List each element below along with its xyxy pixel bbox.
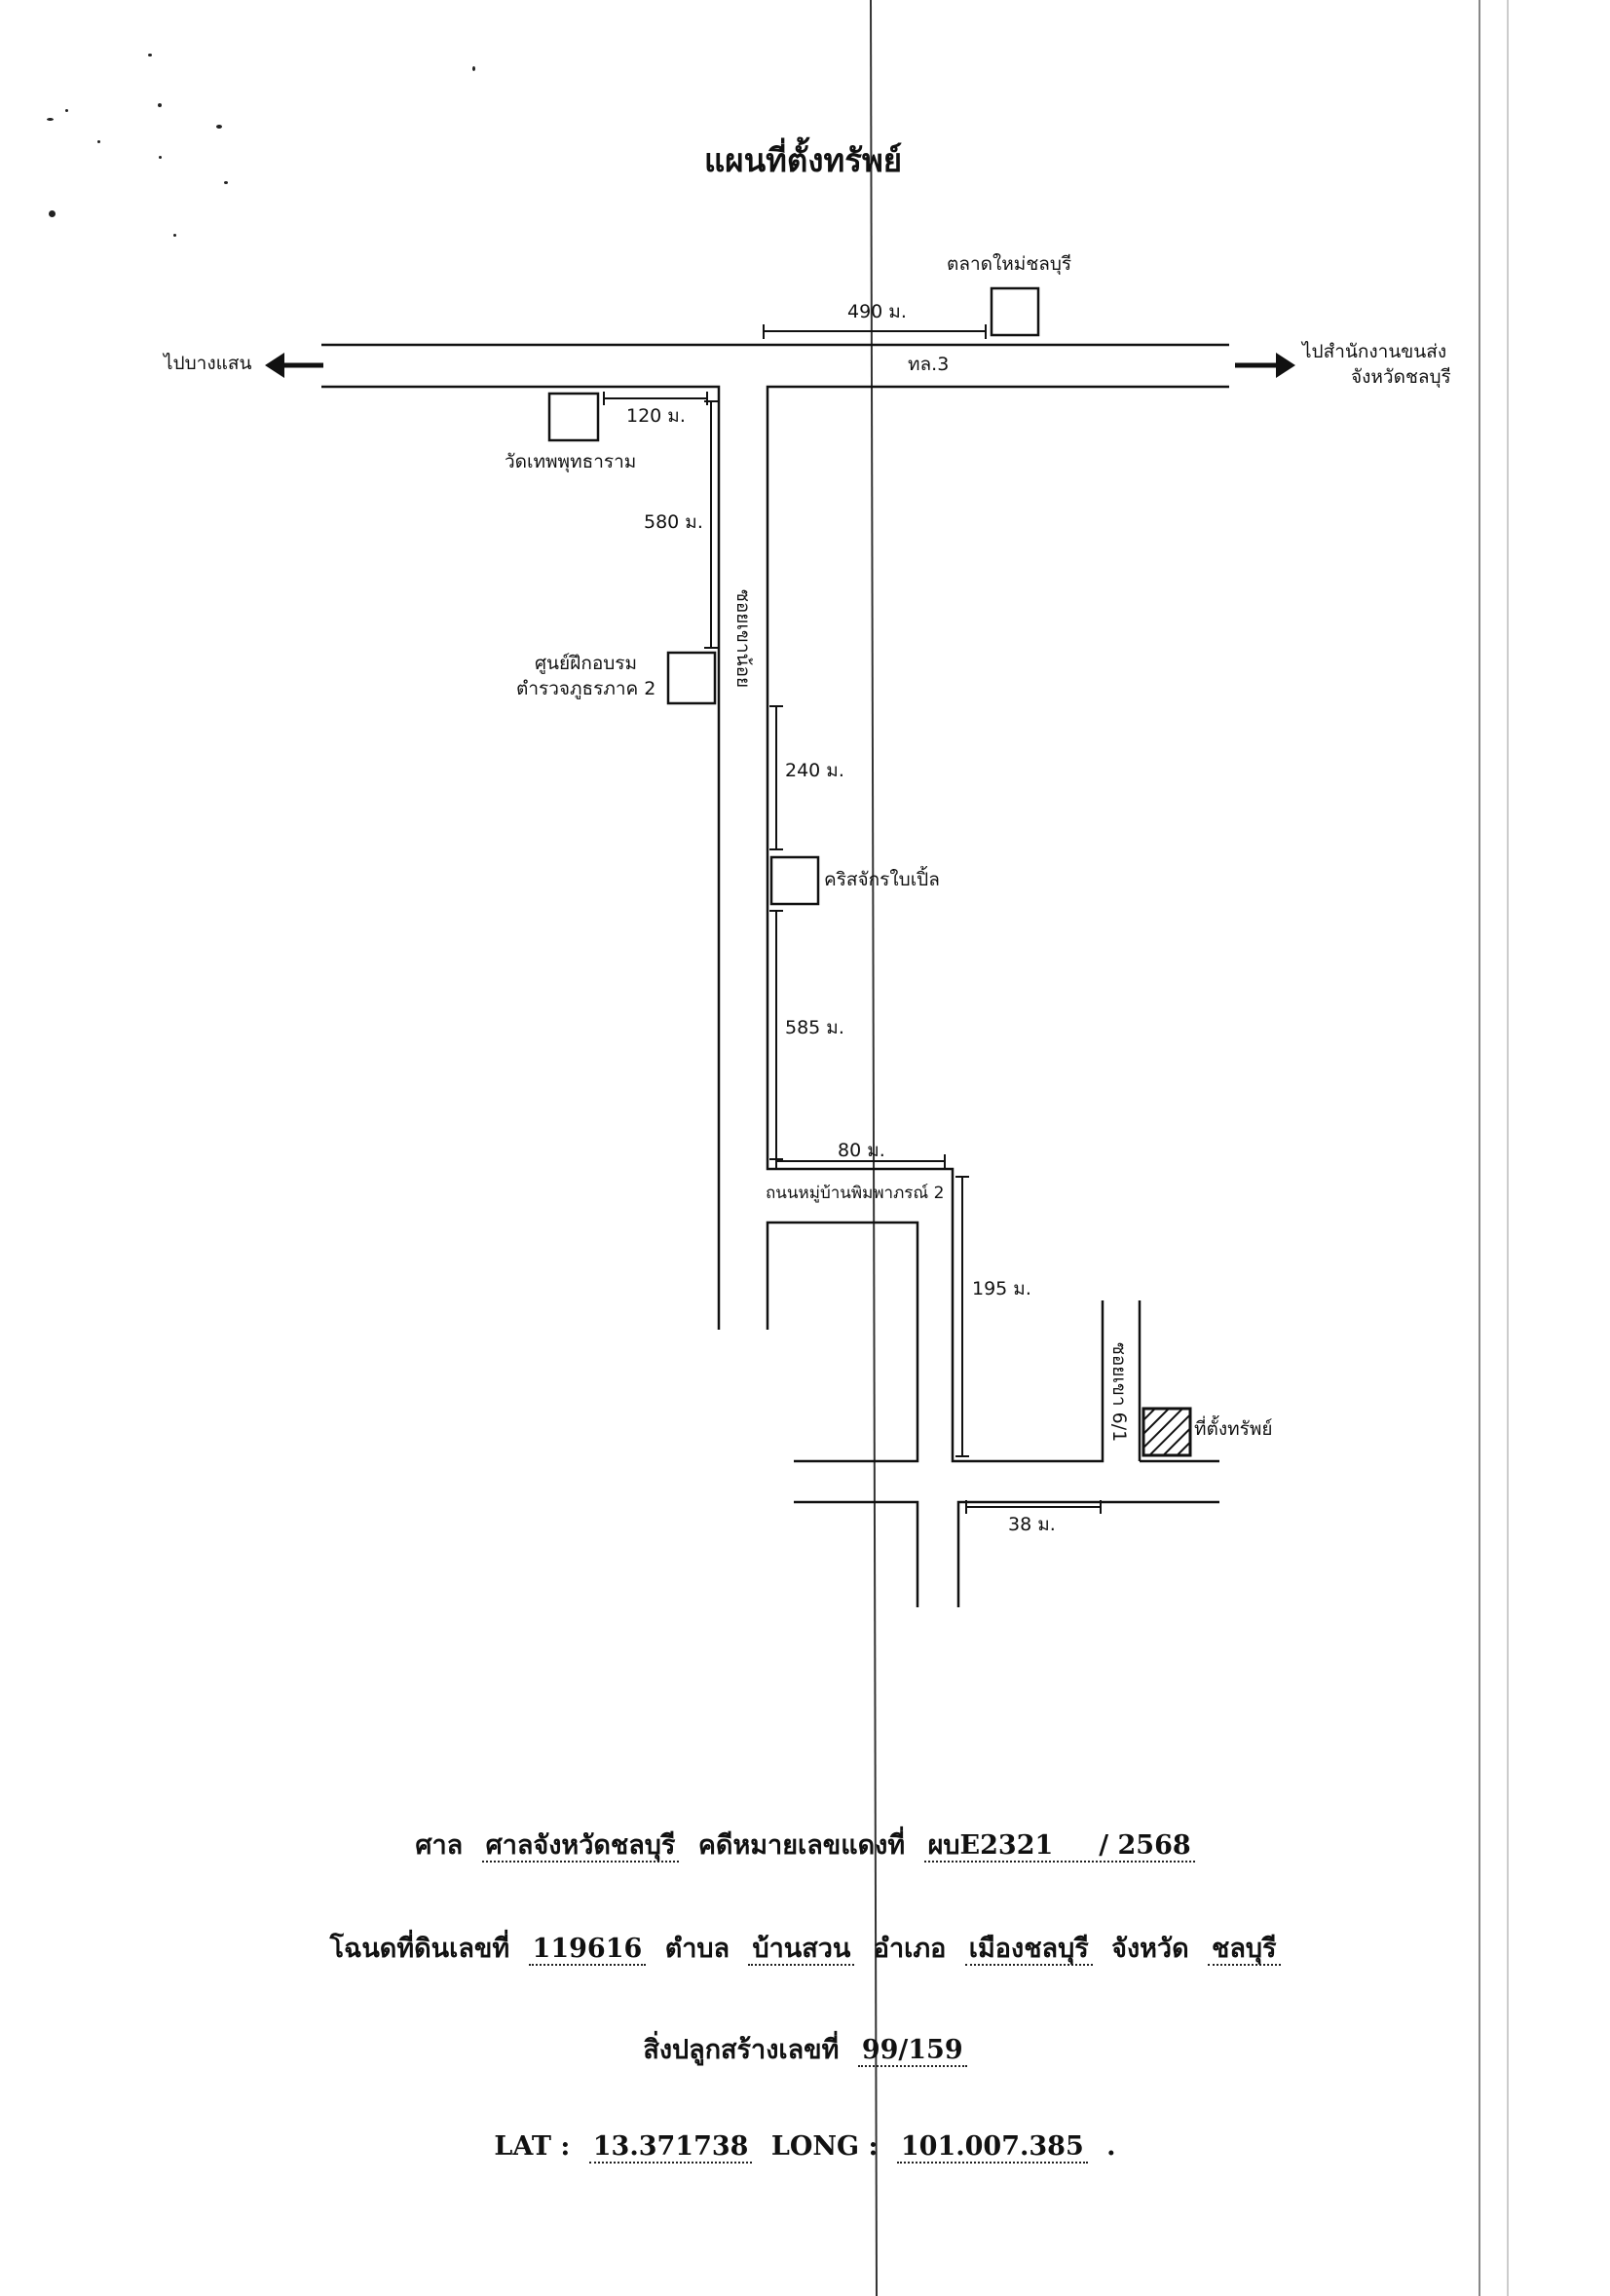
case-value: ผบE2321 / 2568	[923, 1830, 1195, 1863]
coordinates-line: LAT : 13.371738 LONG : 101.007.385 .	[0, 2131, 1610, 2164]
long-key: LONG :	[770, 2131, 879, 2162]
arrow-left-icon	[265, 353, 323, 378]
court-key: ศาล	[415, 1830, 464, 1861]
distance-195: 195 ม.	[972, 1278, 1031, 1299]
property-label: ที่ตั้งทรัพย์	[1194, 1418, 1273, 1440]
deed-key: โฉนดที่ดินเลขที่	[329, 1934, 510, 1964]
market-label: ตลาดใหม่ชลบุรี	[947, 253, 1072, 275]
court-value: ศาลจังหวัดชลบุรี	[481, 1830, 680, 1863]
to-bangsaen-label: ไปบางแสน	[164, 353, 252, 374]
property-box	[1142, 1407, 1192, 1457]
province-key: จังหวัด	[1111, 1934, 1189, 1964]
scan-speck	[49, 210, 56, 217]
village-road-label: ถนนหมู่บ้านพิมพาภรณ์ 2	[766, 1184, 945, 1203]
scan-speck	[173, 234, 176, 237]
police-center-label-2: ตำรวจภูธรภาค 2	[516, 678, 656, 699]
landmark-boxes	[547, 286, 1040, 906]
distance-80: 80 ม.	[838, 1140, 885, 1161]
subdistrict-key: ตำบล	[664, 1934, 730, 1964]
soi-main-label: ซอยเขาน้อย	[732, 589, 754, 689]
scan-speck	[472, 66, 475, 71]
lat-key: LAT :	[494, 2131, 571, 2162]
scan-speck	[224, 181, 228, 184]
to-transport-office-label-2: จังหวัดชลบุรี	[1351, 366, 1451, 388]
distance-580: 580 ม.	[644, 511, 703, 533]
scan-speck	[159, 156, 162, 159]
scan-speck	[148, 54, 152, 56]
deed-value: 119616	[528, 1934, 647, 1966]
scan-speck	[158, 103, 162, 107]
province-value: ชลบุรี	[1208, 1934, 1281, 1966]
police-center-box	[666, 651, 717, 705]
case-key: คดีหมายเลขแดงที่	[697, 1830, 906, 1861]
district-key: อำเภอ	[873, 1934, 947, 1964]
distance-490: 490 ม.	[847, 301, 907, 322]
police-center-label-1: ศูนย์ฝึกอบรม	[535, 653, 638, 674]
market-box	[990, 286, 1040, 337]
court-case-line: ศาล ศาลจังหวัดชลบุรี คดีหมายเลขแดงที่ ผบ…	[0, 1824, 1610, 1865]
scan-speck	[216, 125, 222, 129]
scan-speck	[97, 140, 100, 143]
temple-box	[547, 392, 600, 442]
highway-label: ทล.3	[908, 354, 950, 375]
subdistrict-value: บ้านสวน	[748, 1934, 855, 1966]
long-value: 101.007.385	[896, 2131, 1088, 2164]
building-value: 99/159	[857, 2035, 967, 2067]
distance-240: 240 ม.	[785, 760, 844, 781]
district-value: เมืองชลบุรี	[964, 1934, 1093, 1966]
arrow-right-icon	[1235, 353, 1295, 378]
scan-speck	[65, 109, 68, 112]
trailing-dot: .	[1106, 2131, 1116, 2162]
lat-value: 13.371738	[588, 2131, 753, 2164]
soi-6-1-label: ซอยเขา 6/1	[1108, 1342, 1130, 1443]
dimension-lines	[603, 324, 1102, 1514]
deed-line: โฉนดที่ดินเลขที่ 119616 ตำบล บ้านสวน อำเ…	[0, 1927, 1610, 1969]
map-title: แผนที่ตั้งทรัพย์	[704, 141, 903, 179]
scan-artifacts	[870, 0, 1509, 2296]
roads	[321, 343, 1229, 1607]
distance-38: 38 ม.	[1008, 1514, 1056, 1535]
distance-585: 585 ม.	[785, 1017, 844, 1038]
building-line: สิ่งปลูกสร้างเลขที่ 99/159	[0, 2028, 1610, 2070]
church-box	[769, 855, 820, 906]
temple-label: วัดเทพพุทธาราม	[505, 451, 637, 472]
distance-120: 120 ม.	[626, 405, 686, 427]
scan-speck	[47, 118, 54, 121]
church-label: คริสจักรใบเปิ้ล	[824, 869, 940, 890]
to-transport-office-label-1: ไปสำนักงานขนส่ง	[1302, 341, 1447, 362]
building-key: สิ่งปลูกสร้างเลขที่	[643, 2035, 840, 2065]
